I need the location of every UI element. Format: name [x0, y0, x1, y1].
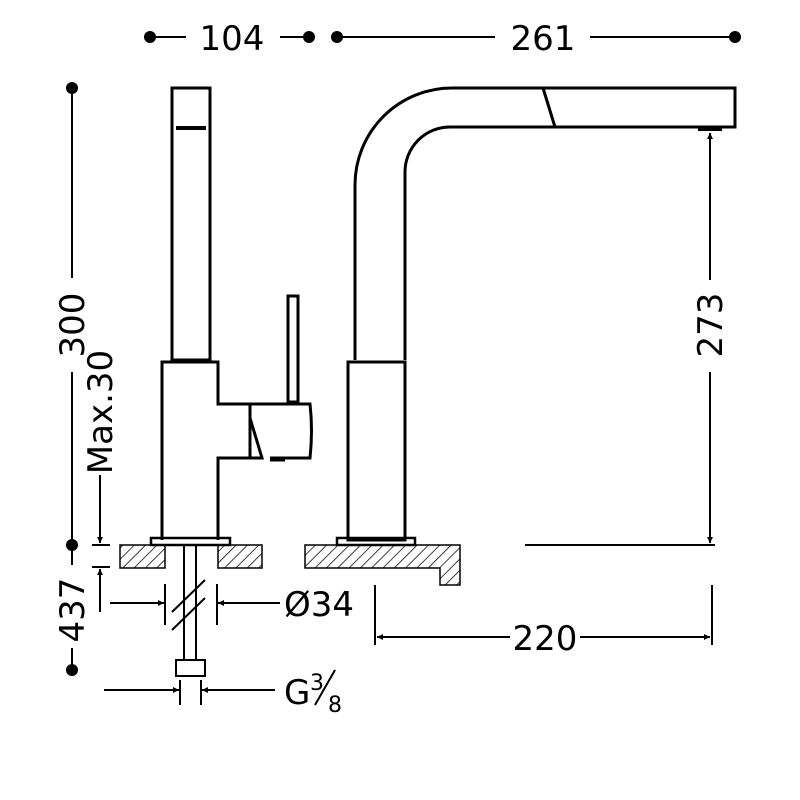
faucet-side-view [119, 86, 313, 677]
dim-label-261: 261 [511, 19, 576, 59]
dim-300: 300 [53, 82, 93, 551]
dim-max30: Max.30 [81, 350, 121, 612]
dim-label-220: 220 [513, 619, 578, 659]
dim-273: 273 [691, 133, 731, 543]
dim-label-max30: Max.30 [81, 350, 121, 474]
dim-label-104: 104 [200, 19, 265, 59]
thread-numerator: 3 [310, 671, 324, 696]
dim-104: 104 [144, 19, 315, 59]
dim-label-437: 437 [53, 578, 93, 643]
dim-thread: G 3 8 [104, 669, 342, 718]
faucet-front-view [304, 86, 737, 586]
dim-label-diameter: Ø34 [284, 585, 354, 625]
dim-437: 437 [53, 545, 93, 676]
dim-261: 261 [331, 19, 741, 59]
dim-220: 220 [374, 585, 713, 659]
dim-diameter-34: Ø34 [110, 584, 354, 625]
thread-denominator: 8 [328, 693, 342, 718]
dim-label-300: 300 [53, 293, 93, 358]
dim-label-thread: G [284, 673, 310, 713]
dim-label-273: 273 [691, 293, 731, 358]
